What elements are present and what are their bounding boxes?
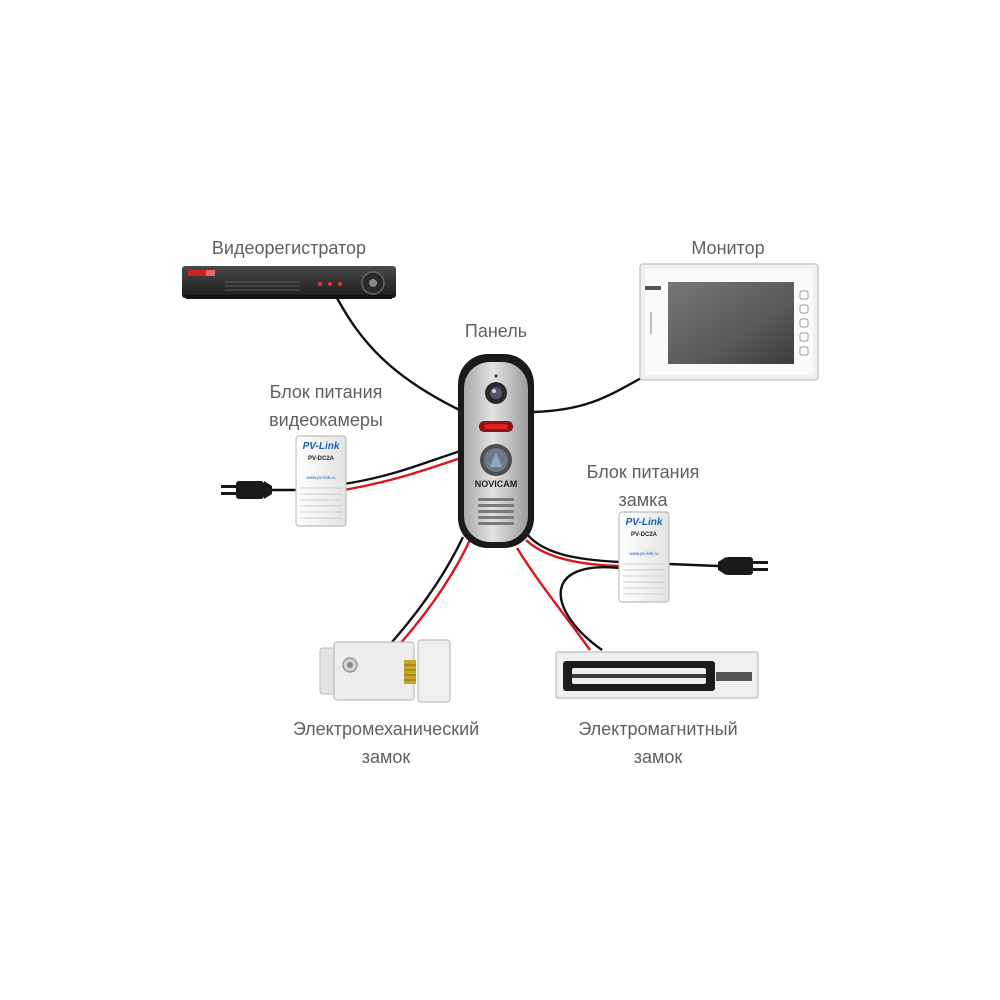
mech-lock-label-line2: замок: [361, 747, 411, 767]
camera-psu-label-line1: Блок питания: [269, 382, 383, 402]
lock-psu-site: www.pv-link.ru: [629, 551, 659, 556]
door-panel-icon: [458, 354, 534, 548]
plug-icon: [718, 557, 768, 575]
wire-mech-lock-red: [398, 539, 472, 646]
dvr-icon: [182, 266, 396, 299]
lock-psu-label: Блок питания замка: [543, 458, 743, 514]
mag-lock-label-line1: Электромагнитный: [578, 719, 738, 739]
lock-psu-model: PV-DC2A: [631, 532, 658, 538]
lock-psu-brand: PV-Link: [626, 517, 663, 528]
panel-label: Панель: [464, 321, 528, 341]
wire-panel-to-lock-psu-red: [525, 539, 621, 568]
camera-psu-model: PV-DC2A: [308, 456, 335, 462]
camera-psu-label: Блок питания видеокамеры: [226, 378, 426, 434]
camera-psu-label-line2: видеокамеры: [269, 410, 383, 430]
mag-lock-label: Электромагнитный замок: [538, 715, 778, 771]
wire-camera-psu-black: [343, 446, 471, 486]
wire-panel-to-lock-psu-black: [522, 529, 621, 564]
wire-mag-lock-red: [515, 547, 591, 651]
electromagnetic-lock-icon: [555, 651, 759, 699]
mech-lock-label: Электромеханический замок: [266, 715, 506, 771]
plug-icon: [221, 481, 272, 499]
electromechanical-lock-icon: [319, 639, 451, 703]
wire-mag-lock-black: [559, 565, 621, 651]
camera-psu-brand: PV-Link: [303, 441, 340, 452]
wire-dvr-to-panel: [335, 297, 471, 417]
wire-panel-to-monitor: [533, 370, 653, 414]
mech-lock-label-line1: Электромеханический: [292, 719, 480, 739]
monitor-label: Монитор: [691, 238, 765, 258]
panel-brand-text: NOVICAM: [475, 479, 518, 489]
dvr-label: Видеорегистратор: [211, 238, 367, 258]
power-supply-icon: [618, 511, 670, 603]
lock-psu-label-line1: Блок питания: [586, 462, 700, 482]
wire-lock-psu-to-plug: [668, 562, 719, 568]
wire-camera-psu-red: [343, 453, 471, 492]
wire-mech-lock-black: [391, 536, 465, 643]
power-supply-icon: [295, 435, 347, 527]
wires: [262, 297, 719, 651]
lock-psu-label-line2: замка: [618, 490, 668, 510]
camera-psu-site: www.pv-link.ru: [306, 475, 336, 480]
monitor-icon: [639, 263, 819, 381]
mag-lock-label-line2: замок: [633, 747, 683, 767]
